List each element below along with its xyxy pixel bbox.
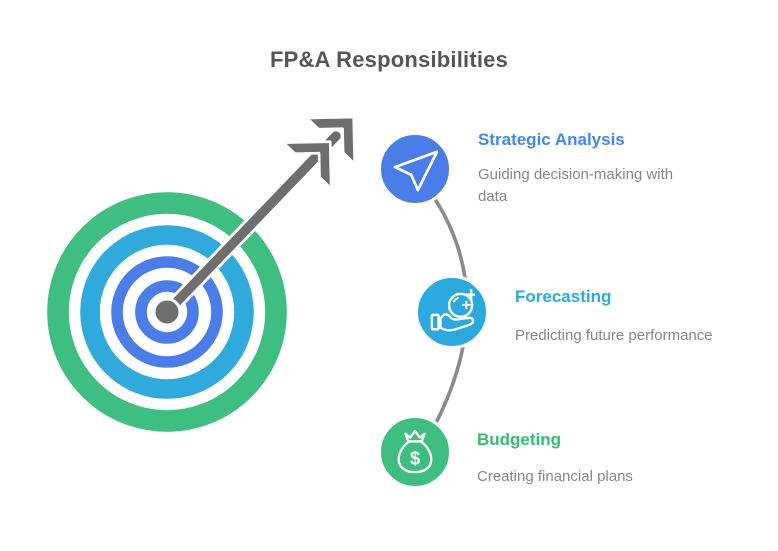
forecasting-text: Forecasting Predicting future performanc… — [515, 287, 745, 347]
strategic-analysis-text: Strategic Analysis Guiding decision-maki… — [478, 130, 693, 208]
item-heading: Budgeting — [477, 430, 562, 449]
target-rings — [44, 189, 290, 435]
item-description: Guiding decision-making with data — [478, 166, 674, 205]
page-title: FP&A Responsibilities — [269, 47, 509, 72]
money-bag-icon: $ — [397, 429, 433, 474]
strategic-analysis-node — [378, 132, 452, 206]
item-description: Predicting future performance — [515, 327, 713, 344]
arrow-tip-dot — [152, 297, 182, 327]
target-ring-outlines — [44, 189, 290, 435]
item-heading: Strategic Analysis — [478, 130, 625, 149]
send-icon — [393, 150, 438, 192]
forecasting-node — [415, 275, 489, 349]
budgeting-text: Budgeting Creating financial plans — [477, 430, 697, 488]
dollar-sign: $ — [410, 448, 420, 468]
item-heading: Forecasting — [515, 287, 612, 306]
budgeting-node: $ — [378, 415, 452, 489]
arrow-fletching — [282, 115, 356, 190]
crystal-ball-icon — [430, 289, 475, 332]
arrow-graphic — [152, 115, 356, 327]
item-description: Creating financial plans — [477, 468, 633, 485]
